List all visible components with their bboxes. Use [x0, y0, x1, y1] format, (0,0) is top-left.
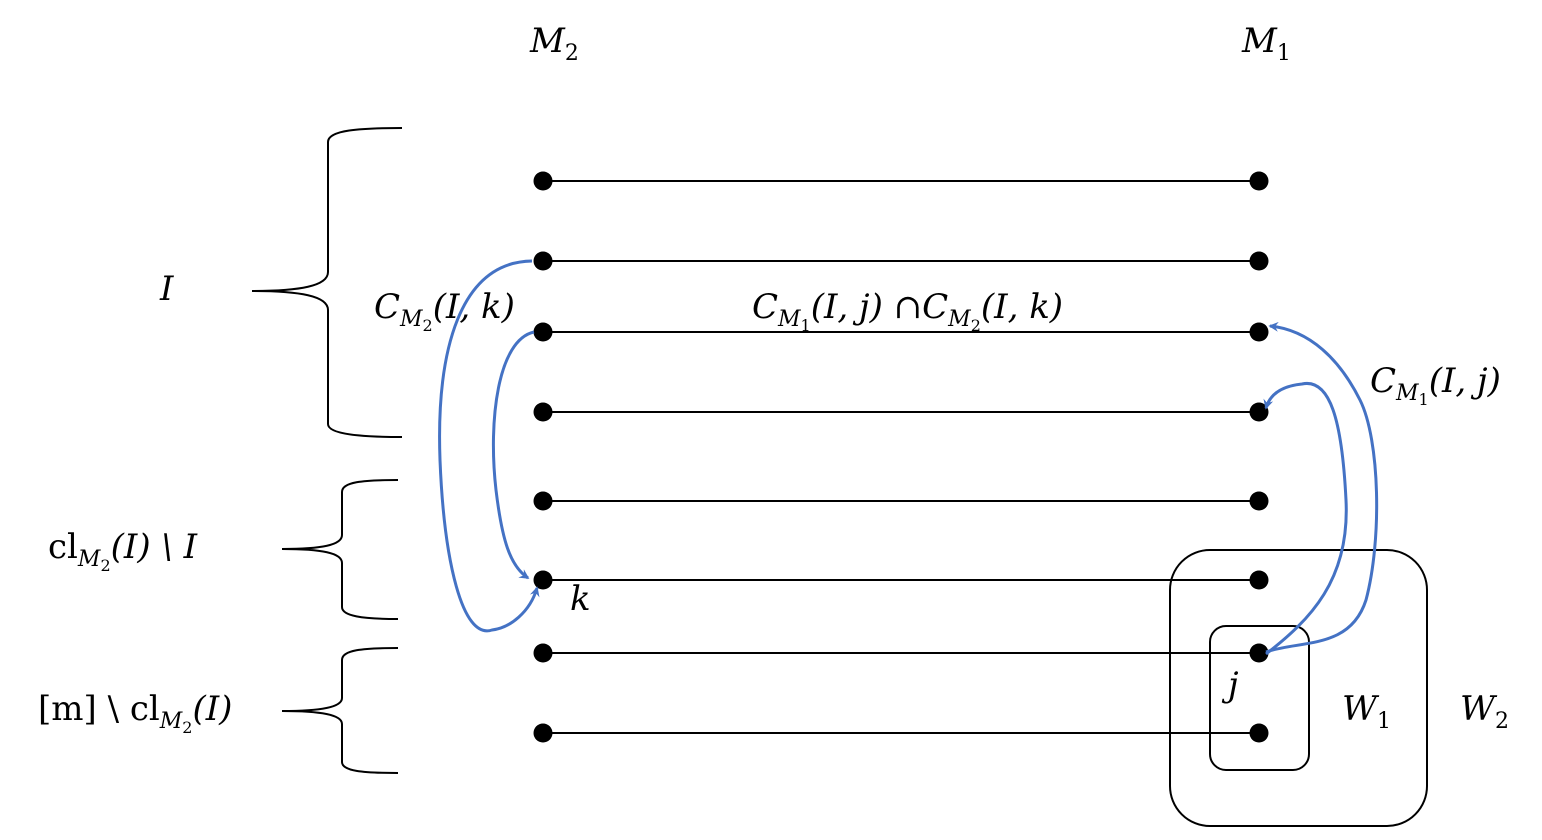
arrow-cm2-inner [491, 330, 535, 580]
vertex-dot-j [1249, 643, 1269, 663]
column-header-m1: M1 [1241, 21, 1291, 66]
label-W2: W2 [1460, 689, 1509, 734]
label-I: I [159, 269, 174, 309]
circuit-arrows [438, 259, 1379, 656]
brace-m-minus-cl [281, 647, 399, 774]
vertex-dot [533, 251, 553, 271]
label-j: j [1221, 665, 1239, 705]
label-k: k [570, 579, 591, 619]
vertex-dot [1249, 171, 1269, 191]
box-W1 [1209, 625, 1310, 771]
vertex-dot [1249, 723, 1269, 743]
arrow-cm2-outer [438, 259, 540, 633]
vertex-dot [533, 723, 553, 743]
vertex-dot [533, 171, 553, 191]
vertex-dot [1249, 570, 1269, 590]
label-cl-minus-I: clM2(I) \ I [48, 527, 198, 575]
label-C-M2: CM2(I, k) [374, 287, 515, 335]
vertex-dot [533, 643, 553, 663]
box-W2 [1169, 549, 1428, 827]
element-rows [543, 180, 1259, 734]
vertex-dot [533, 402, 553, 422]
left-vertices [533, 171, 553, 743]
label-m-minus-cl: [m] \ clM2(I) [38, 689, 232, 737]
right-vertices [1249, 171, 1269, 743]
vertex-dot [1249, 491, 1269, 511]
arrow-cm1-outer [1265, 321, 1379, 654]
vertex-dot-k [533, 570, 553, 590]
vertex-dot [1249, 251, 1269, 271]
label-intersection: CM1(I, j) ∩CM2(I, k) [752, 287, 1063, 335]
column-header-m2: M2 [529, 21, 579, 66]
arrow-cm1-inner [1263, 381, 1348, 656]
label-W1: W1 [1342, 689, 1391, 734]
vertex-dot [533, 322, 553, 342]
vertex-dot [533, 491, 553, 511]
label-C-M1: CM1(I, j) [1370, 361, 1501, 409]
brace-I [251, 127, 403, 438]
vertex-dot [1249, 322, 1269, 342]
brace-cl-minus-I [281, 479, 399, 620]
